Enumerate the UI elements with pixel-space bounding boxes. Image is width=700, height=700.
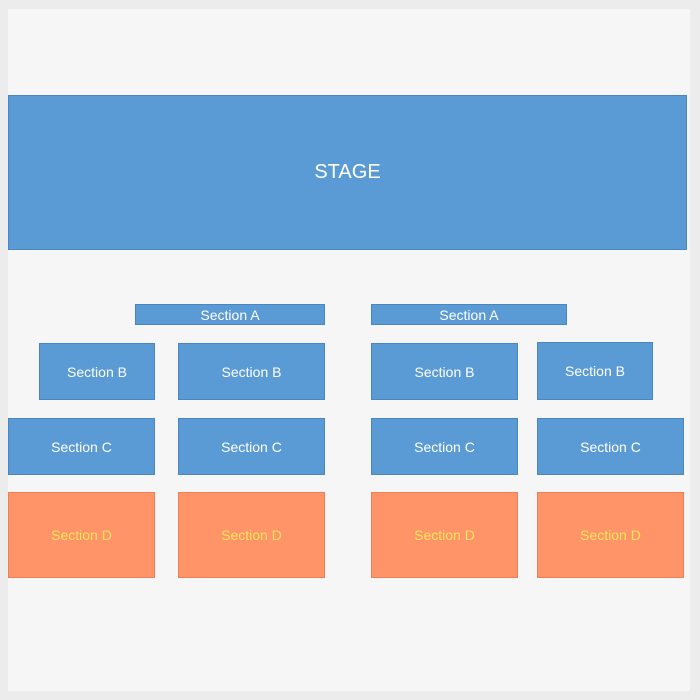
section-d-4[interactable]: Section D	[537, 492, 684, 578]
section-label: Section D	[414, 527, 475, 543]
stage: STAGE	[8, 95, 687, 250]
section-label: Section B	[221, 363, 282, 380]
section-b-1[interactable]: Section B	[39, 343, 155, 400]
section-label: Section C	[580, 438, 641, 455]
section-label: Section A	[439, 306, 499, 323]
section-b-3[interactable]: Section B	[371, 343, 518, 400]
section-a-right[interactable]: Section A	[371, 304, 567, 325]
section-label: Section B	[565, 363, 625, 379]
section-label: Section C	[51, 438, 112, 455]
section-label: Section D	[51, 527, 112, 543]
section-c-4[interactable]: Section C	[537, 418, 684, 475]
section-label: Section B	[414, 363, 475, 380]
section-b-2[interactable]: Section B	[178, 343, 325, 400]
section-c-2[interactable]: Section C	[178, 418, 325, 475]
section-label: Section D	[580, 527, 641, 543]
section-c-1[interactable]: Section C	[8, 418, 155, 475]
section-label: Section B	[67, 363, 127, 380]
section-label: Section D	[221, 527, 282, 543]
section-d-1[interactable]: Section D	[8, 492, 155, 578]
section-label: Section C	[221, 438, 282, 455]
section-c-3[interactable]: Section C	[371, 418, 518, 475]
section-label: Section A	[200, 306, 260, 323]
section-a-left[interactable]: Section A	[135, 304, 325, 325]
section-b-4[interactable]: Section B	[537, 342, 653, 400]
section-d-3[interactable]: Section D	[371, 492, 518, 578]
stage-label: STAGE	[314, 161, 381, 183]
section-label: Section C	[414, 438, 475, 455]
section-d-2[interactable]: Section D	[178, 492, 325, 578]
